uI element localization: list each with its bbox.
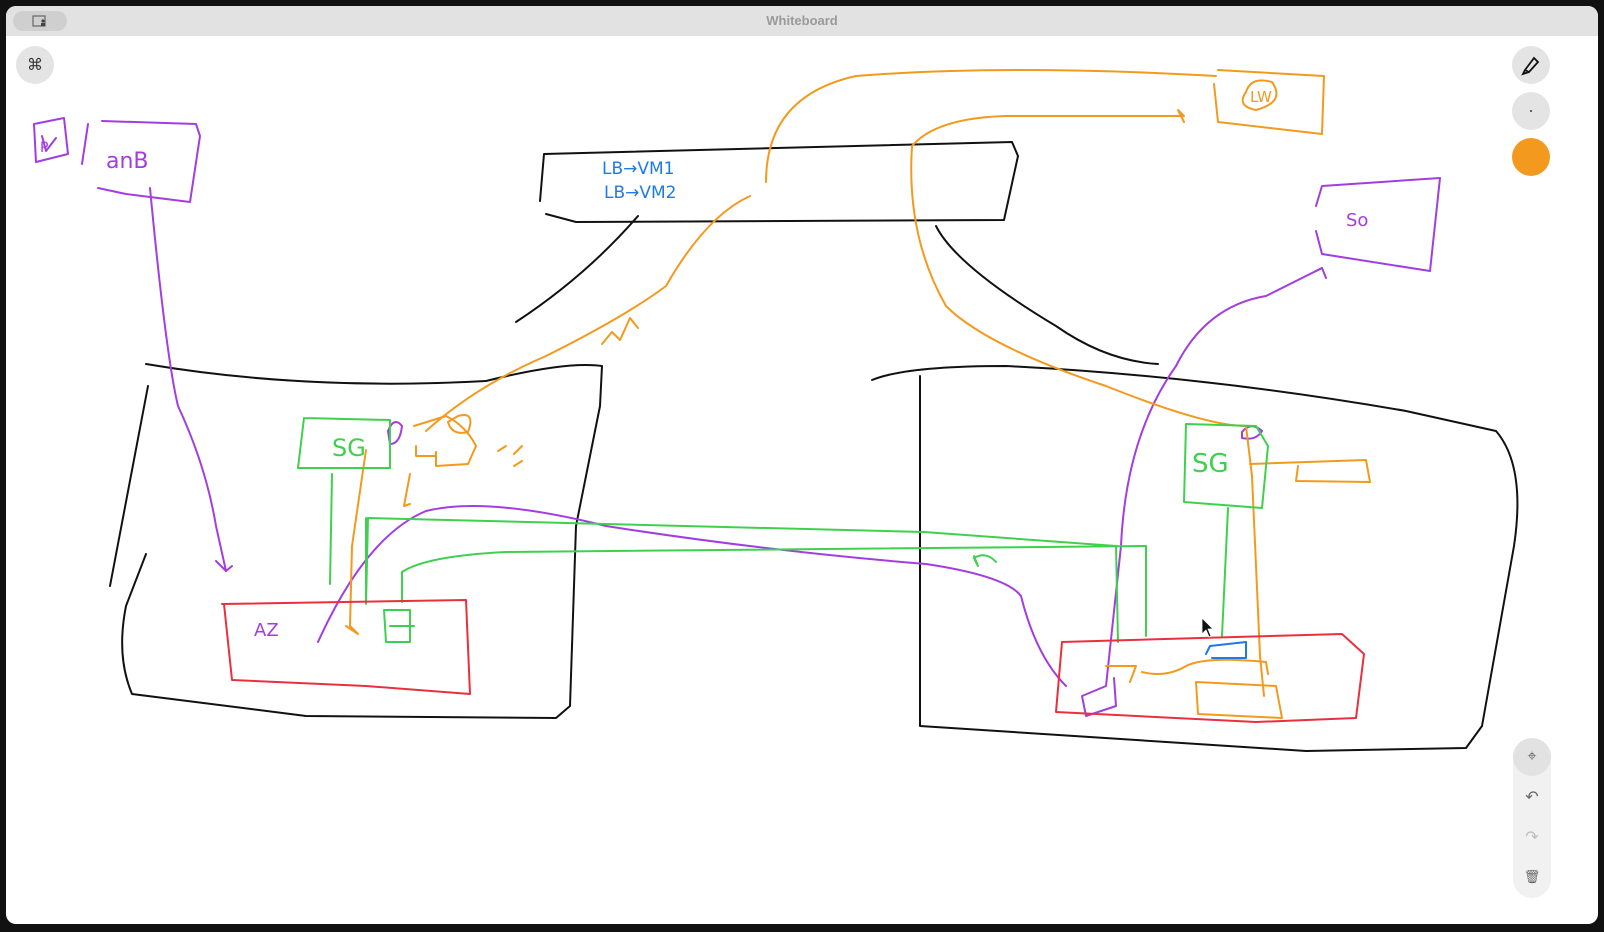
command-icon: ⌘ [27,57,43,74]
undo-icon: ↶ [1525,789,1539,806]
mouse-cursor-icon [1201,617,1214,638]
recenter-button[interactable]: ⌖ [1513,738,1551,776]
label-so: So [1346,210,1368,231]
label-anb: anB [106,149,149,174]
color-picker-button[interactable] [1512,138,1550,176]
purple-strokes [33,117,1441,717]
redo-icon: ↷ [1525,829,1539,846]
stroke-size-button[interactable] [1512,92,1550,130]
trash-icon: 🗑 [1523,869,1541,884]
crosshair-icon: ⌖ [1527,748,1537,765]
label-sg-left: SG [332,434,366,462]
vpc-right [871,365,1519,752]
whiteboard-window: Whiteboard [6,6,1598,924]
top-box [539,141,1019,223]
label-sg-right: SG [1192,449,1229,479]
pen-tool-button[interactable] [1512,46,1550,84]
delete-button[interactable]: 🗑 [1513,858,1551,896]
command-button[interactable]: ⌘ [16,46,54,84]
window-title: Whiteboard [766,13,838,28]
label-p: P [40,140,48,156]
undo-button[interactable]: ↶ [1513,778,1551,816]
label-lb-vm1: LB→VM1 [602,159,675,179]
link-right [935,225,1159,365]
sidebar-icon [32,15,46,27]
link-left [515,215,639,323]
stroke-size-dot-icon [1530,110,1532,112]
label-az: AZ [254,620,279,641]
label-lw: LW [1250,88,1272,106]
redo-button[interactable]: ↷ [1513,818,1551,856]
black-strokes [109,141,1519,752]
vpc-left [109,363,603,719]
canvas-controls: ⌖ ↶ ↷ 🗑 [1513,738,1551,898]
pen-icon [1521,56,1540,76]
green-strokes [297,417,1269,643]
label-lb-vm2: LB→VM2 [604,183,677,203]
title-bar: Whiteboard [6,6,1598,36]
drawing-canvas[interactable]: LB→VM1 LB→VM2 SG SG So LW anB AZ P [6,36,1598,924]
sidebar-toggle-button[interactable] [13,11,67,31]
blue-strokes [1205,641,1247,659]
red-strokes [221,599,1365,723]
orange-strokes [345,69,1371,719]
